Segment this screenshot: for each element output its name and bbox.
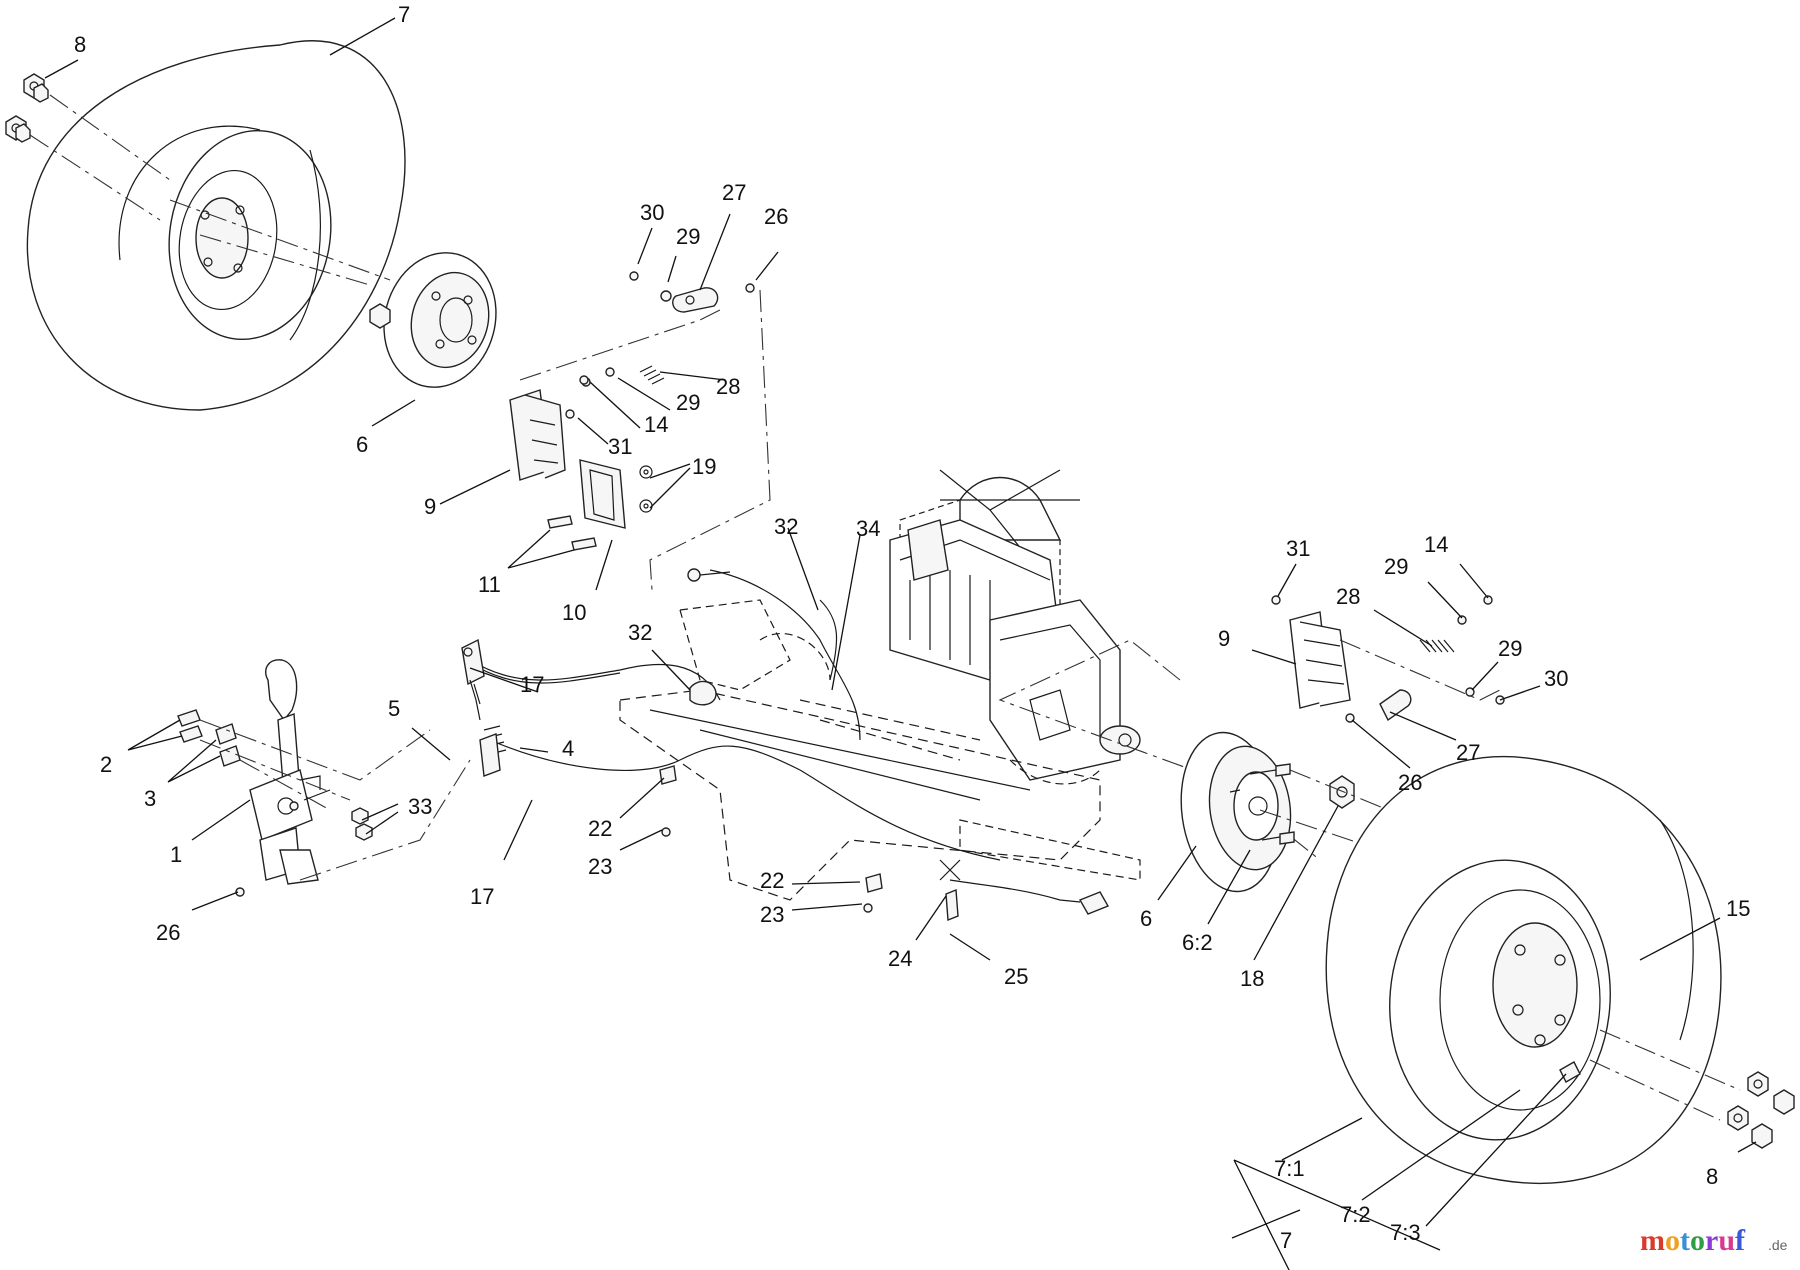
wm-letter-5: r — [1705, 1224, 1718, 1257]
callout-17-bot: 17 — [470, 884, 494, 909]
svg-text:motoruf: motoruf — [1640, 1224, 1746, 1257]
callout-11: 11 — [478, 572, 501, 597]
brake-drum-right — [1180, 731, 1355, 893]
callout-17-top: 17 — [520, 672, 544, 697]
hardware-top — [579, 271, 755, 385]
callout-27-top: 27 — [722, 180, 746, 205]
lug-nuts-bottom — [1727, 1071, 1795, 1149]
callout-24: 24 — [888, 946, 912, 971]
callout-4: 4 — [562, 736, 574, 761]
callout-15: 15 — [1726, 896, 1750, 921]
callout-30-top: 30 — [640, 200, 664, 225]
callout-29-mid: 29 — [676, 390, 700, 415]
wm-letter-7: f — [1735, 1224, 1746, 1257]
callout-18: 18 — [1240, 966, 1264, 991]
wm-letter-2: o — [1665, 1224, 1680, 1257]
callout-26-left: 26 — [156, 920, 180, 945]
brake-caliper-top — [509, 377, 653, 551]
callout-6-top: 6 — [356, 432, 368, 457]
callout-7-3: 7:3 — [1390, 1220, 1421, 1245]
wheel-bottom-right — [1325, 755, 1722, 1185]
wm-letter-3: t — [1680, 1224, 1690, 1257]
callout-29-top: 29 — [676, 224, 700, 249]
callout-5: 5 — [388, 696, 400, 721]
engine-transmission — [889, 469, 1141, 785]
callout-8-bot: 8 — [1706, 1164, 1718, 1189]
callout-7-1: 7:1 — [1274, 1156, 1305, 1181]
callout-29-right-2: 29 — [1498, 636, 1522, 661]
brake-caliper-right — [1271, 595, 1505, 723]
callout-6-2: 6:2 — [1182, 930, 1213, 955]
callout-26-top: 26 — [764, 204, 788, 229]
callout-28-top: 28 — [716, 374, 740, 399]
callout-8-top: 8 — [74, 32, 86, 57]
callout-27-right: 27 — [1456, 740, 1480, 765]
callout-25: 25 — [1004, 964, 1028, 989]
callout-9-right: 9 — [1218, 626, 1230, 651]
callout-26-right: 26 — [1398, 770, 1422, 795]
callout-23-a: 23 — [588, 854, 612, 879]
wm-letter-4: o — [1690, 1224, 1705, 1257]
brake-cables — [461, 568, 1110, 922]
callout-10: 10 — [562, 600, 586, 625]
callout-7-top: 7 — [398, 2, 410, 27]
callout-19: 19 — [692, 454, 716, 479]
callout-3: 3 — [144, 786, 156, 811]
callout-22-b: 22 — [760, 868, 784, 893]
wm-letter-6: u — [1718, 1224, 1735, 1257]
callout-28-right: 28 — [1336, 584, 1360, 609]
callouts: 7 8 6 30 29 27 26 28 29 14 31 9 19 11 10… — [74, 2, 1750, 1253]
leader-lines — [44, 17, 1757, 1270]
callout-7-bot: 7 — [1280, 1228, 1292, 1253]
wm-suffix: .de — [1768, 1237, 1788, 1253]
callout-22-a: 22 — [588, 816, 612, 841]
wheel-top-left — [26, 40, 406, 411]
callout-29-right-1: 29 — [1384, 554, 1408, 579]
callout-30-right: 30 — [1544, 666, 1568, 691]
callout-7-2: 7:2 — [1340, 1202, 1371, 1227]
callout-31-top: 31 — [608, 434, 632, 459]
callout-34: 34 — [856, 516, 880, 541]
callout-33: 33 — [408, 794, 432, 819]
callout-14-right: 14 — [1424, 532, 1448, 557]
callout-23-b: 23 — [760, 902, 784, 927]
frame — [619, 599, 1141, 901]
callout-6-right: 6 — [1140, 906, 1152, 931]
callout-32-a: 32 — [774, 514, 798, 539]
callout-31-right: 31 — [1286, 536, 1310, 561]
callout-32-b: 32 — [628, 620, 652, 645]
watermark-logo: motoruf .de — [1640, 1224, 1788, 1257]
callout-9-top: 9 — [424, 494, 436, 519]
wm-letter-1: m — [1640, 1224, 1665, 1257]
callout-1: 1 — [170, 842, 182, 867]
callout-2: 2 — [100, 752, 112, 777]
lug-nuts-top — [5, 73, 49, 143]
callout-14-top: 14 — [644, 412, 668, 437]
brake-pedal-assembly — [177, 659, 373, 897]
brake-drum-top — [369, 252, 497, 388]
